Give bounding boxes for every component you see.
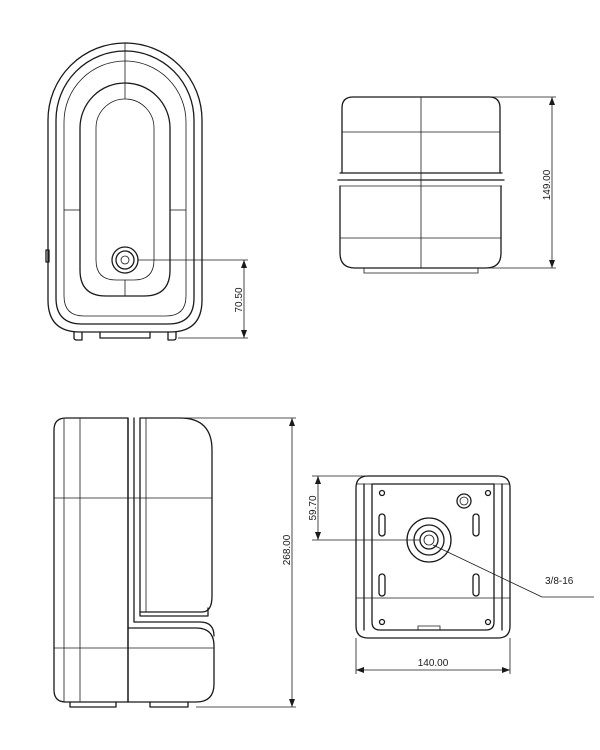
bottom-vent-port [456,493,472,509]
front-dim-label: 70.50 [234,287,245,312]
bottom-slot-ul [378,513,386,537]
side-head [139,417,213,613]
front-side-button [45,249,50,263]
front-lens-core [120,255,130,265]
top-dim-label: 149.00 [542,169,553,200]
side-dim-label: 268.00 [282,534,293,565]
side-head-lip [139,607,209,617]
top-view: 149.00 [337,96,556,274]
front-view: 70.50 [45,42,248,341]
bottom-width-arrow-left [356,667,364,673]
side-outer-body [53,417,129,703]
front-lens-inner [115,250,135,270]
front-base-foot [99,331,151,339]
top-base-lip [363,268,479,274]
top-lower-body [339,185,502,269]
side-base [127,627,215,703]
front-face-panel [79,82,171,297]
bottom-view: 59.70 140.00 3/8-16 [308,475,594,674]
front-face-panel-inner [95,98,155,281]
front-foot-right [167,331,177,341]
side-view: 268.00 [53,417,296,708]
front-outer-shell [47,42,203,333]
bottom-screw-bl [378,618,386,626]
bottom-mount-thread-hole [423,534,435,546]
bottom-slot-lr [472,573,480,597]
bottom-front-notch [417,625,441,630]
bottom-dim-arrow-top [315,476,321,484]
bottom-outer-body [355,475,511,639]
bottom-dim-arrow-bottom [315,532,321,540]
side-foot-2 [149,701,189,708]
front-dim-arrow-bottom [241,330,247,338]
front-shell-inner-1 [55,50,195,325]
bottom-screw-tl [378,489,386,497]
side-dim-arrow-top [289,418,295,426]
thread-callout-label: 3/8-16 [545,576,574,587]
front-dim-arrow-top [241,260,247,268]
bottom-slot-ll [378,573,386,597]
bottom-screw-tr [484,489,492,497]
side-foot-1 [69,701,117,708]
thread-leader-line [432,544,543,598]
bottom-width-dim-label: 140.00 [418,658,449,669]
side-base-step [133,621,215,637]
side-dim-arrow-bottom [289,699,295,707]
top-dim-arrow-top [549,97,555,105]
front-shell-inner-2 [63,60,187,317]
front-foot-left [73,331,83,341]
bottom-vent-port-inner [459,496,469,506]
bottom-slot-ur [472,513,480,537]
bottom-offset-dim-label: 59.70 [308,495,319,520]
bottom-width-arrow-right [502,667,510,673]
bottom-screw-br [484,618,492,626]
top-dim-arrow-bottom [549,260,555,268]
bottom-mount-plate [371,483,495,631]
